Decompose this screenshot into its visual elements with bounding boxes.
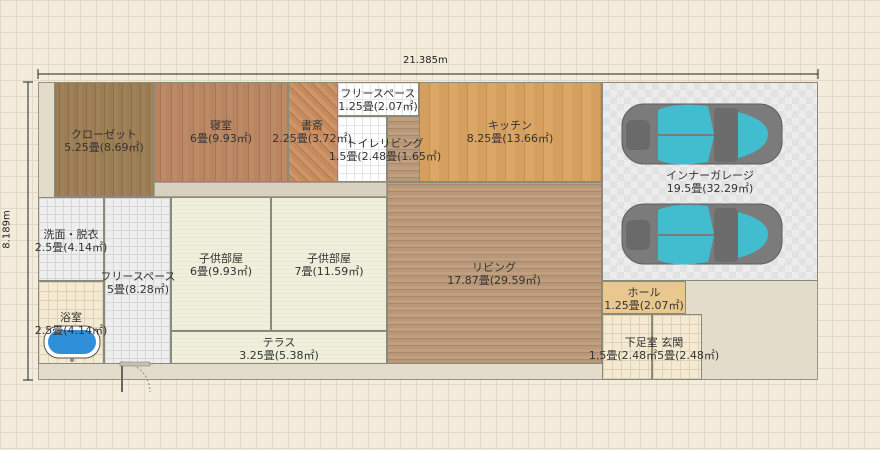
room-shoe-room[interactable]	[602, 314, 652, 380]
room-washroom[interactable]	[38, 197, 104, 281]
room-kitchen[interactable]	[419, 82, 602, 182]
room-kids-1[interactable]	[171, 197, 271, 331]
bathtub-icon	[43, 325, 101, 362]
width-dimension-label: 21.385m	[403, 55, 448, 66]
corridor	[154, 182, 387, 197]
room-living-nook[interactable]	[387, 116, 420, 182]
room-bedroom[interactable]	[154, 82, 288, 182]
room-toilet[interactable]	[337, 116, 387, 182]
room-free-space-left[interactable]	[104, 197, 171, 364]
room-living[interactable]	[387, 182, 602, 364]
room-study[interactable]	[288, 82, 338, 182]
height-dimension-label: 8.189m	[1, 210, 13, 249]
door-swing-icon[interactable]	[118, 360, 158, 396]
room-entrance[interactable]	[652, 314, 702, 380]
car-icon	[621, 103, 783, 165]
room-hall[interactable]	[602, 281, 686, 314]
room-kids-2[interactable]	[271, 197, 387, 331]
room-free-space-top[interactable]	[337, 82, 419, 116]
room-closet[interactable]	[54, 82, 154, 197]
car-icon	[621, 203, 783, 265]
room-terrace[interactable]	[171, 331, 387, 364]
